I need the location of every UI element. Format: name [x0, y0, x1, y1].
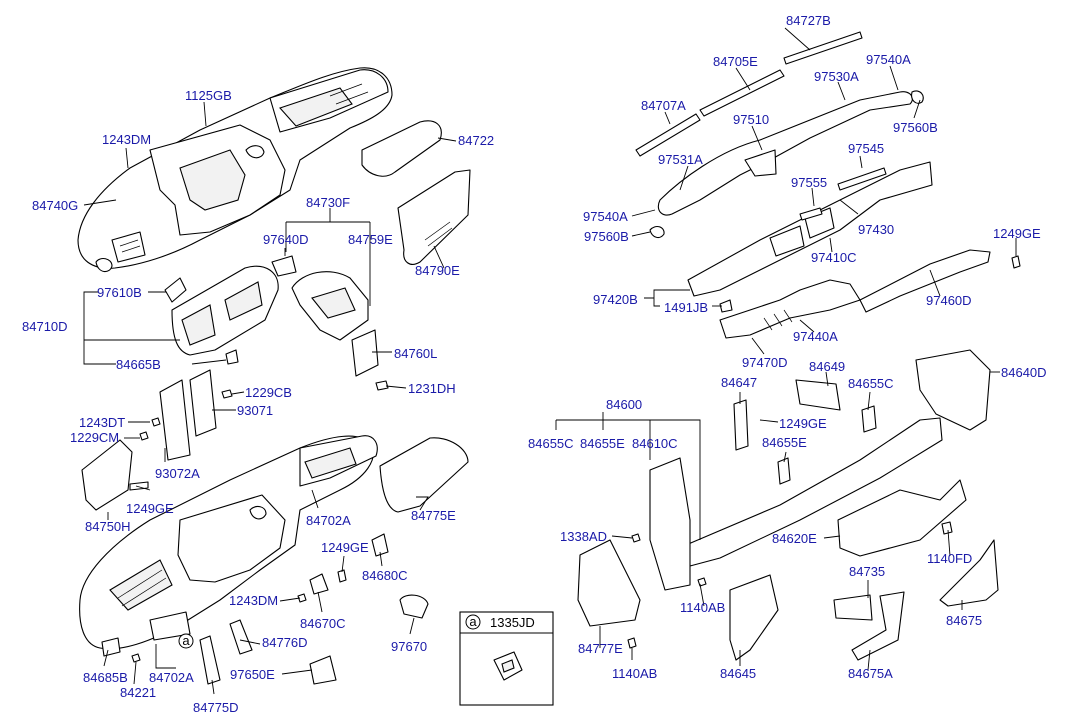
label-84670C: 84670C — [300, 616, 346, 631]
label-1249GE-mid: 1249GE — [321, 540, 369, 555]
label-1229CM: 1229CM — [70, 430, 119, 445]
bracket-84760L — [351, 329, 389, 391]
label-84730F: 84730F — [306, 195, 350, 210]
crash-pad-lower — [79, 435, 378, 650]
defroster-strips — [635, 31, 863, 157]
label-97650E: 97650E — [230, 667, 275, 682]
label-97540A-mid: 97540A — [583, 209, 628, 224]
label-1491JB: 1491JB — [664, 300, 708, 315]
label-84600: 84600 — [606, 397, 642, 412]
label-1249GE-left: 1249GE — [126, 501, 174, 516]
callout-a-marker: a — [178, 633, 194, 649]
callout-a-letter: a — [182, 633, 190, 648]
label-84727B: 84727B — [786, 13, 831, 28]
label-84655E-left: 84655E — [580, 436, 625, 451]
label-97530A: 97530A — [814, 69, 859, 84]
legend-box: a 1335JD — [459, 611, 554, 706]
label-97640D: 97640D — [263, 232, 309, 247]
label-84702A-top: 84702A — [306, 513, 351, 528]
defroster-duct — [649, 90, 924, 239]
leader-lines — [83, 27, 1017, 695]
small-parts-lower-left — [101, 533, 429, 685]
label-84722: 84722 — [458, 133, 494, 148]
label-97545: 97545 — [848, 141, 884, 156]
label-84675A: 84675A — [848, 666, 893, 681]
label-1243DM-bot: 1243DM — [229, 593, 278, 608]
part-labels: 84727B 84705E 97540A 97530A 84707A 97510… — [22, 13, 1047, 715]
label-97430: 97430 — [858, 222, 894, 237]
label-84775D: 84775D — [193, 700, 239, 715]
vent-duct-97410C — [687, 161, 933, 297]
label-84777E: 84777E — [578, 641, 623, 656]
side-cover-93071 — [139, 369, 233, 461]
label-84680C: 84680C — [362, 568, 408, 583]
label-84655C-right: 84655C — [848, 376, 894, 391]
label-1140AB-right: 1140AB — [680, 600, 725, 615]
label-1125GB: 1125GB — [185, 88, 232, 103]
label-97510: 97510 — [733, 112, 769, 127]
label-84776D: 84776D — [262, 635, 308, 650]
label-84655E-right: 84655E — [762, 435, 807, 450]
label-84775E: 84775E — [411, 508, 456, 523]
label-84735: 84735 — [849, 564, 885, 579]
label-84740G: 84740G — [32, 198, 78, 213]
cowl-cross-bar — [577, 349, 999, 661]
label-84645: 84645 — [720, 666, 756, 681]
label-97410C: 97410C — [811, 250, 857, 265]
center-cover — [271, 255, 369, 341]
label-97440A: 97440A — [793, 329, 838, 344]
label-97420B: 97420B — [593, 292, 638, 307]
label-1249GE-top: 1249GE — [993, 226, 1041, 241]
label-84655C-left: 84655C — [528, 436, 574, 451]
label-97670: 97670 — [391, 639, 427, 654]
label-84649: 84649 — [809, 359, 845, 374]
label-84710D: 84710D — [22, 319, 68, 334]
label-93072A: 93072A — [155, 466, 200, 481]
label-84665B: 84665B — [116, 357, 161, 372]
label-97470D: 97470D — [742, 355, 788, 370]
label-97555: 97555 — [791, 175, 827, 190]
label-97560B-mid: 97560B — [584, 229, 629, 244]
label-93071: 93071 — [237, 403, 273, 418]
glove-box-lid — [361, 120, 442, 177]
label-1243DM-top: 1243DM — [102, 132, 151, 147]
label-97540A-top: 97540A — [866, 52, 911, 67]
crash-pad-upper — [77, 67, 393, 273]
legend-part-number: 1335JD — [490, 615, 535, 630]
label-1140AB-bot: 1140AB — [612, 666, 657, 681]
label-84675: 84675 — [946, 613, 982, 628]
label-97460D: 97460D — [926, 293, 972, 308]
label-84750H: 84750H — [85, 519, 131, 534]
label-84790E: 84790E — [415, 263, 460, 278]
label-84705E: 84705E — [713, 54, 758, 69]
label-1338AD: 1338AD — [560, 529, 607, 544]
label-84620E: 84620E — [772, 531, 817, 546]
label-84707A: 84707A — [641, 98, 686, 113]
bracket-84750H — [81, 439, 149, 511]
label-84221: 84221 — [120, 685, 156, 700]
label-84640D: 84640D — [1001, 365, 1047, 380]
legend-letter: a — [469, 614, 477, 629]
label-97560B-top: 97560B — [893, 120, 938, 135]
label-1140FD: 1140FD — [927, 551, 972, 566]
label-84760L: 84760L — [394, 346, 437, 361]
label-84647: 84647 — [721, 375, 757, 390]
label-84685B: 84685B — [83, 670, 128, 685]
side-panel-84775E — [379, 437, 469, 513]
glove-box — [397, 169, 471, 265]
label-84610C: 84610C — [632, 436, 678, 451]
label-84759E: 84759E — [348, 232, 393, 247]
label-1249GE-right: 1249GE — [779, 416, 827, 431]
label-97610B: 97610B — [97, 285, 142, 300]
label-84702A-bot: 84702A — [149, 670, 194, 685]
label-1229CB: 1229CB — [245, 385, 292, 400]
label-1231DH: 1231DH — [408, 381, 456, 396]
floor-duct-97440A — [719, 249, 1021, 339]
center-fascia — [164, 265, 279, 365]
label-97531A: 97531A — [658, 152, 703, 167]
label-1243DT: 1243DT — [79, 415, 125, 430]
